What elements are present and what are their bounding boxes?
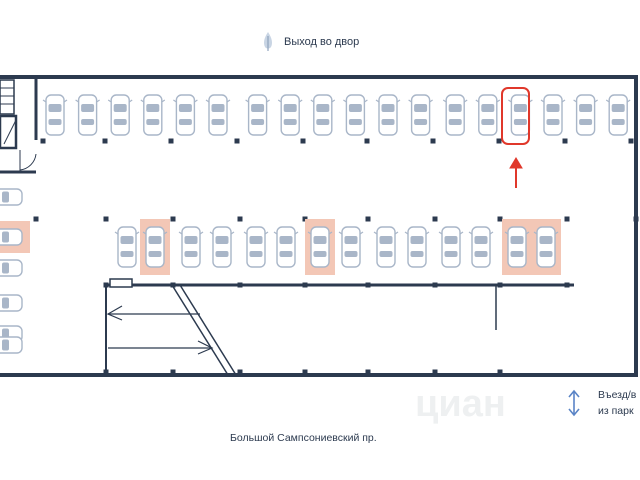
car-middle-8 — [338, 226, 364, 268]
pillar — [497, 282, 503, 288]
pillar — [102, 138, 108, 144]
car-left-4 — [0, 294, 23, 312]
pillar — [432, 282, 438, 288]
car-top-18 — [605, 94, 631, 136]
car-top-10 — [343, 94, 368, 136]
pillar — [170, 282, 176, 288]
car-middle-9 — [373, 226, 399, 268]
car-middle-11 — [438, 226, 464, 268]
pillar — [497, 369, 503, 375]
car-left-2 — [0, 228, 23, 246]
car-middle-7 — [307, 226, 333, 268]
car-top-12 — [408, 94, 433, 136]
pillar — [365, 216, 371, 222]
pillar — [365, 369, 371, 375]
car-top-6 — [205, 94, 231, 136]
car-top-17 — [573, 94, 598, 136]
pillar — [496, 138, 502, 144]
car-middle-5 — [243, 226, 269, 268]
car-top-11 — [375, 94, 401, 136]
watermark: циан — [415, 383, 506, 425]
car-left-1 — [0, 188, 23, 206]
pillars — [33, 138, 639, 375]
pillar — [237, 282, 243, 288]
car-left-6 — [0, 336, 23, 354]
pillar — [234, 138, 240, 144]
car-top-14 — [475, 94, 501, 136]
up-down-arrow-icon — [568, 389, 580, 417]
car-middle-4 — [209, 226, 235, 268]
pillar — [564, 216, 570, 222]
pillar — [103, 216, 109, 222]
car-top-5 — [173, 94, 198, 136]
car-middle-10 — [404, 226, 430, 268]
parking-cars — [0, 94, 631, 354]
car-middle-2 — [142, 226, 168, 268]
car-top-1 — [42, 94, 68, 136]
entrance-legend-line1: Въезд/в — [598, 389, 637, 401]
car-middle-3 — [178, 226, 204, 268]
pillar — [562, 138, 568, 144]
entrance-legend-line2: из парк — [598, 405, 634, 417]
tree-icon — [264, 32, 272, 51]
pillar — [40, 138, 46, 144]
pillar — [300, 138, 306, 144]
pillar — [302, 369, 308, 375]
pillar — [430, 138, 436, 144]
pillar — [628, 138, 634, 144]
pillar — [365, 282, 371, 288]
car-middle-1 — [114, 226, 140, 268]
street-label: Большой Сампсониевский пр. — [230, 432, 377, 444]
pillar — [103, 282, 109, 288]
car-top-3 — [107, 94, 133, 136]
car-top-16 — [540, 94, 566, 136]
car-top-4 — [140, 94, 166, 136]
car-top-13 — [442, 94, 468, 136]
pillar — [432, 369, 438, 375]
pillar — [170, 369, 176, 375]
pillar — [364, 138, 370, 144]
pillar — [103, 369, 109, 375]
pillar — [633, 216, 639, 222]
pillar — [237, 216, 243, 222]
car-middle-14 — [533, 226, 559, 268]
pillar — [432, 216, 438, 222]
arrow-up-icon — [509, 157, 523, 188]
car-top-8 — [277, 94, 303, 136]
pillar — [33, 216, 39, 222]
pillar — [302, 282, 308, 288]
pillar — [564, 282, 570, 288]
car-middle-12 — [468, 226, 494, 268]
walls — [0, 75, 638, 377]
selected-spot-frame[interactable] — [501, 87, 530, 145]
car-middle-13 — [504, 226, 530, 268]
pillar — [168, 138, 174, 144]
car-top-7 — [245, 94, 270, 136]
pillar — [237, 369, 243, 375]
car-left-3 — [0, 259, 23, 277]
pillar — [497, 216, 503, 222]
car-top-2 — [75, 94, 100, 136]
pillar — [170, 216, 176, 222]
car-top-9 — [310, 94, 336, 136]
car-middle-6 — [273, 226, 299, 268]
exit-label: Выход во двор — [284, 36, 360, 48]
